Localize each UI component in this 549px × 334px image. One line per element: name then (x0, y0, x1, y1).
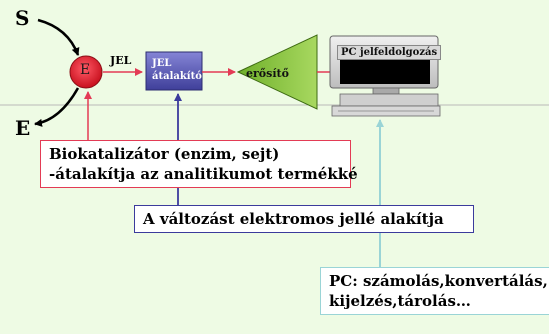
pc-box-line-1: PC: számolás,konvertálás, (329, 272, 548, 290)
converter-label-line-2: átalakító (152, 71, 202, 82)
biocatalyst-line-2: -átalakítja az analitikumot termékké (49, 165, 358, 183)
electric-box: A változást elektromos jellé alakítja (134, 205, 474, 233)
enzyme-label: E (80, 62, 91, 78)
enzyme-circle (69, 55, 103, 89)
converter-label-line-1: JEL (152, 58, 172, 69)
substrate-label: S (15, 6, 30, 30)
substrate-arrow (37, 18, 80, 56)
product-arrow (34, 87, 80, 127)
biocatalyst-box: Biokatalizátor (enzim, sejt) -átalakítja… (40, 140, 358, 188)
electric-line-1: A változást elektromos jellé alakítja (143, 210, 444, 228)
pc-box: PC: számolás,konvertálás, kijelzés,tárol… (320, 267, 549, 315)
amplifier-label: erősítő (246, 67, 289, 80)
biocatalyst-line-1: Biokatalizátor (enzim, sejt) (49, 145, 280, 163)
product-label: E (15, 116, 31, 140)
signal-label: JEL (110, 54, 132, 67)
pc-label: PC jelfeldolgozás (337, 45, 442, 60)
pc-box-line-2: kijelzés,tárolás… (329, 292, 471, 310)
converter-box (145, 51, 203, 91)
converter-label: JEL átalakító (152, 57, 202, 83)
